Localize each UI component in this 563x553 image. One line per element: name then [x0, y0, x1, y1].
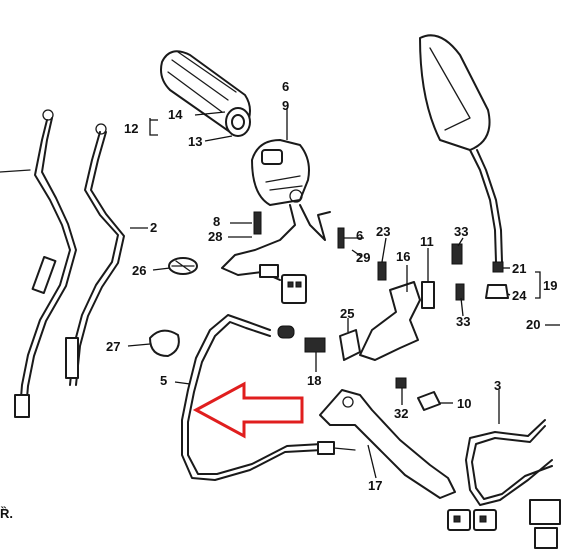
part-label-9: 9: [282, 98, 289, 113]
part-label-6-b: 6: [356, 228, 363, 243]
edge-fragment-label: Ȑ.: [0, 506, 13, 521]
leader-lines: [127, 108, 560, 479]
part-label-20: 20: [526, 317, 540, 332]
part-label-6: 6: [282, 79, 289, 94]
part-label-18: 18: [307, 373, 321, 388]
part-label-13: 13: [188, 134, 202, 149]
part-label-12: 12: [124, 121, 138, 136]
mirror: [419, 34, 509, 299]
part-label-21: 21: [512, 261, 526, 276]
cable-clamps: [149, 257, 198, 357]
part-label-16: 16: [396, 249, 410, 264]
part-label-14: 14: [168, 107, 183, 122]
part-label-26: 26: [132, 263, 146, 278]
throttle-grip: [160, 50, 251, 137]
part-label-10: 10: [457, 396, 471, 411]
part-label-19: 19: [543, 278, 557, 293]
part-label-27: 27: [106, 339, 120, 354]
part-labels: 14 12 13 6 9 2 8 28 23 6 29 11 16 33 21 …: [0, 79, 557, 521]
part-label-2: 2: [150, 220, 157, 235]
switch-wiring-harness: [221, 204, 331, 304]
clutch-cable[interactable]: [181, 314, 356, 481]
part-label-32: 32: [394, 406, 408, 421]
part-label-17: 17: [368, 478, 382, 493]
right-switch-housing: [251, 139, 310, 206]
part-label-28: 28: [208, 229, 222, 244]
part-label-23: 23: [376, 224, 390, 239]
part-label-11: 11: [420, 234, 434, 249]
part-label-33-top: 33: [454, 224, 468, 239]
clutch-lever: [319, 389, 456, 499]
highlight-arrow-left: [192, 381, 304, 439]
part-label-5: 5: [160, 373, 167, 388]
throttle-cable-right: [65, 123, 125, 386]
lever-bracket: [304, 243, 465, 411]
part-label-8: 8: [213, 214, 220, 229]
part-label-25: 25: [340, 306, 354, 321]
part-label-24: 24: [512, 288, 527, 303]
part-label-3: 3: [494, 378, 501, 393]
throttle-cable-left: [0, 109, 77, 418]
brake-switch-wire: [447, 419, 561, 549]
part-label-33-bottom: 33: [456, 314, 470, 329]
part-label-29: 29: [356, 250, 370, 265]
housing-screws: [253, 211, 345, 249]
